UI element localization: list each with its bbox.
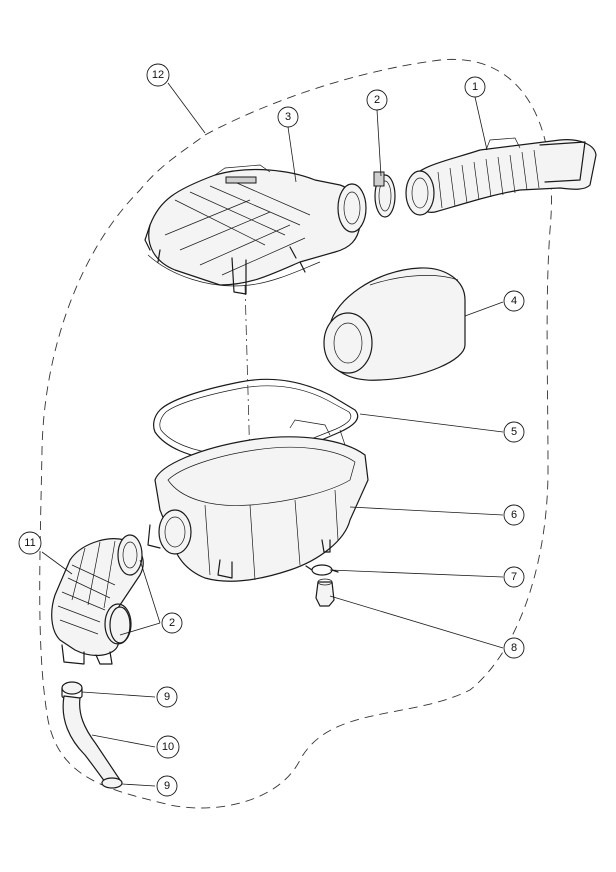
callout-12: 12 bbox=[146, 63, 170, 87]
assembly-boundary bbox=[39, 58, 552, 809]
svg-text:9: 9 bbox=[164, 691, 170, 703]
svg-text:7: 7 bbox=[511, 571, 517, 583]
part-air-box-cover bbox=[144, 164, 367, 295]
svg-text:12: 12 bbox=[152, 69, 164, 81]
callout-9-lower: 9 bbox=[156, 775, 178, 797]
svg-text:10: 10 bbox=[162, 741, 174, 753]
callout-1: 1 bbox=[464, 76, 486, 98]
svg-text:5: 5 bbox=[511, 426, 517, 438]
part-hose-clamp-upper bbox=[373, 171, 396, 218]
callout-9-upper: 9 bbox=[156, 686, 178, 708]
part-drain-valve bbox=[315, 578, 335, 607]
part-breather-hose bbox=[62, 695, 121, 787]
svg-text:3: 3 bbox=[285, 111, 291, 123]
callout-10: 10 bbox=[156, 735, 180, 759]
part-air-box-housing bbox=[147, 419, 369, 582]
part-hose-clamp-lower bbox=[104, 603, 132, 645]
callout-2-lower: 2 bbox=[161, 612, 183, 634]
callout-4: 4 bbox=[503, 290, 525, 312]
svg-text:8: 8 bbox=[511, 642, 517, 654]
svg-text:11: 11 bbox=[24, 537, 35, 549]
svg-text:6: 6 bbox=[511, 509, 517, 521]
callout-7: 7 bbox=[503, 566, 525, 588]
callout-2-upper: 2 bbox=[366, 89, 388, 111]
svg-text:2: 2 bbox=[169, 617, 175, 629]
callout-11: 11 bbox=[18, 531, 42, 555]
svg-text:2: 2 bbox=[374, 94, 380, 106]
callout-8: 8 bbox=[503, 637, 525, 659]
part-intake-elbow bbox=[51, 534, 144, 665]
svg-text:9: 9 bbox=[164, 780, 170, 792]
part-air-filter-element bbox=[323, 267, 466, 381]
part-air-box-gasket bbox=[153, 378, 359, 461]
part-intake-snorkel bbox=[405, 137, 597, 216]
leader-lines bbox=[41, 82, 504, 787]
part-small-hose-clamp-lower bbox=[101, 777, 123, 789]
callout-5: 5 bbox=[503, 421, 525, 443]
callout-3: 3 bbox=[277, 106, 299, 128]
svg-text:4: 4 bbox=[511, 295, 517, 307]
callout-6: 6 bbox=[503, 504, 525, 526]
svg-text:1: 1 bbox=[472, 81, 478, 93]
